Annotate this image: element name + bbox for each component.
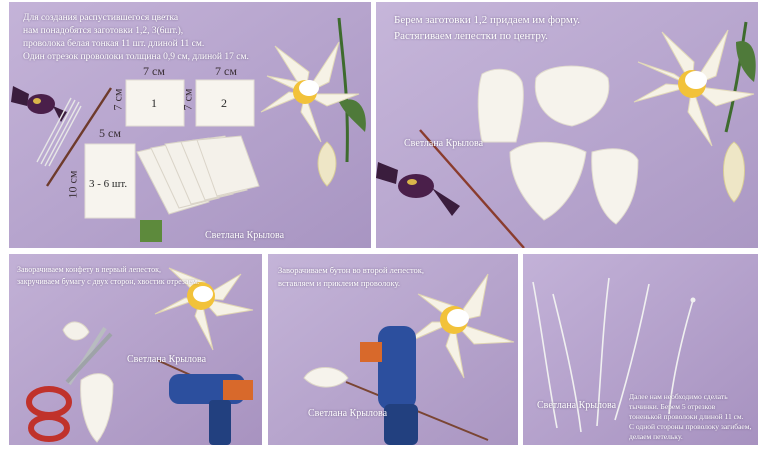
piece-label: 1 (151, 96, 157, 110)
candy-icon (376, 162, 460, 216)
instruction-text: Заворачиваем бутон во второй лепесток, в… (278, 265, 425, 288)
lily-flower-icon (403, 273, 515, 379)
dimension-label: 7 см (180, 88, 195, 111)
instruction-text: Заворачиваем конфету в первый лепесток, … (17, 265, 200, 286)
author-signature: Светлана Крылова (308, 408, 388, 419)
dimension-label: 7 см (143, 64, 165, 78)
materials-photo (9, 2, 371, 248)
wrap-bud-photo (268, 254, 518, 445)
panel-wrap-candy: Заворачиваем конфету в первый лепесток, … (9, 254, 262, 445)
instruction-text: Для создания распустившегося цветка нам … (23, 13, 249, 62)
author-signature: Светлана Крылова (127, 354, 207, 365)
wrap-candy-photo (9, 254, 262, 445)
lily-flower-icon (154, 267, 254, 351)
dimension-label: 7 см (110, 88, 125, 111)
glue-gun-icon (360, 326, 418, 445)
panel-stamens: Светлана Крылова Далее нам необходимо сд… (523, 254, 758, 445)
panel-shaping: Берем заготовки 1,2 придаем им форму. Ра… (376, 2, 758, 248)
candy-icon (11, 86, 67, 122)
dimension-label: 7 см (215, 64, 237, 78)
piece-label: 3 - 6 шт. (89, 178, 128, 190)
panel-wrap-bud: Заворачиваем бутон во второй лепесток, в… (268, 254, 518, 445)
lily-flower-icon (633, 21, 756, 203)
author-signature: Светлана Крылова (537, 400, 617, 411)
author-signature: Светлана Крылова (404, 138, 484, 149)
piece-label: 2 (221, 96, 227, 110)
instruction-text: Далее нам необходимо сделать тычинки. Бе… (629, 392, 752, 441)
dimension-label: 5 см (99, 126, 121, 140)
author-signature: Светлана Крылова (205, 230, 285, 241)
instruction-text: Берем заготовки 1,2 придаем им форму. Ра… (394, 14, 580, 42)
scissors-icon (26, 326, 113, 442)
panel-materials: Для создания распустившегося цветка нам … (9, 2, 371, 248)
stamen-wires-icon (532, 277, 694, 433)
lily-flower-icon (260, 17, 366, 187)
shaping-photo (376, 2, 758, 248)
stamens-photo (523, 254, 758, 445)
glue-gun-icon (169, 374, 253, 445)
dimension-label: 10 см (65, 170, 80, 199)
